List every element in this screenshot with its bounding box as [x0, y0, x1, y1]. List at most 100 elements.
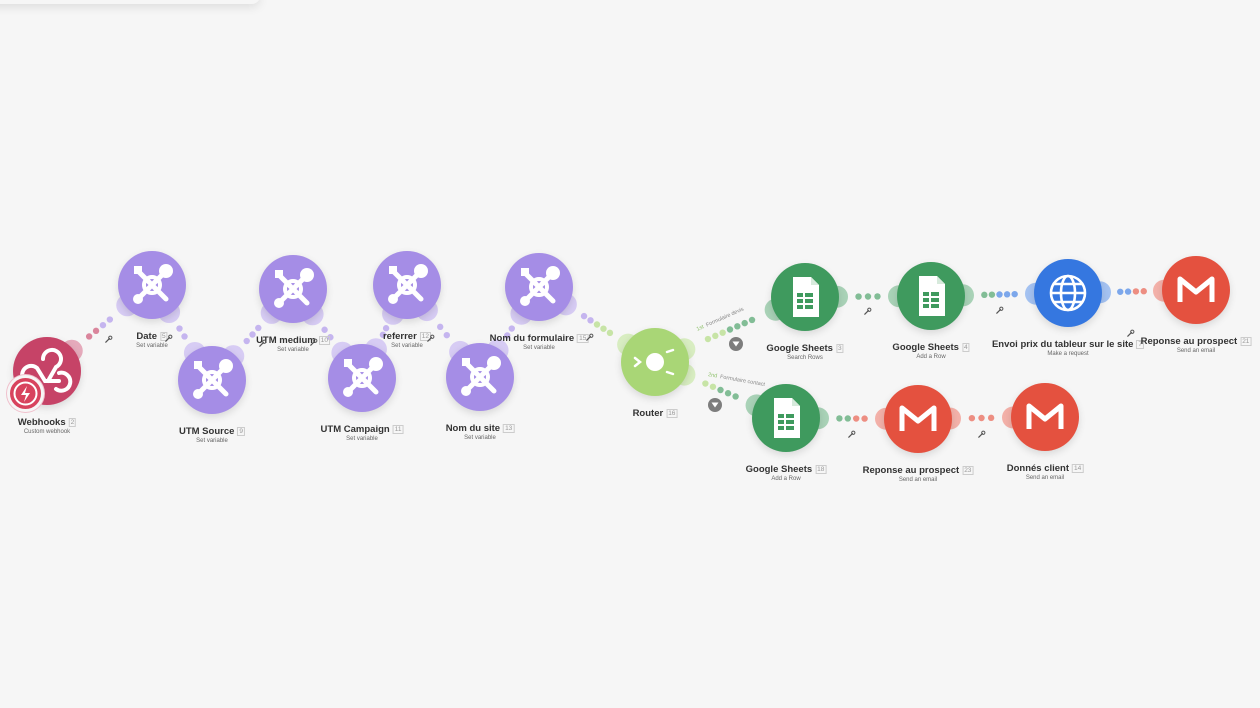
- connector-dot: [855, 293, 862, 300]
- tools-module-circle[interactable]: [373, 251, 441, 319]
- connector-dot: [741, 319, 748, 327]
- module-number-badge: 3: [835, 344, 844, 353]
- tools-module-circle[interactable]: [259, 255, 327, 323]
- connector-dot: [382, 325, 390, 332]
- google-sheets-icon: [752, 384, 820, 452]
- connector-dot: [1117, 288, 1124, 295]
- module-title-text: Reponse au prospect: [862, 465, 960, 476]
- module-title-text: referrer: [382, 331, 417, 342]
- wrench-icon[interactable]: [863, 307, 872, 316]
- wrench-icon[interactable]: [1126, 329, 1135, 338]
- module-title-text: Envoi prix du tableur sur le site: [991, 339, 1134, 350]
- module-title-text: Router: [632, 408, 664, 419]
- module-title-text: UTM medium: [256, 335, 316, 346]
- module-subtitle: Send an email: [1176, 348, 1216, 354]
- module-subtitle: Set variable: [277, 347, 309, 353]
- filter-icon[interactable]: [708, 398, 722, 412]
- module-number-badge: 13: [503, 424, 515, 433]
- tools-module-circle[interactable]: [505, 253, 573, 321]
- wrench-icon[interactable]: [164, 334, 173, 343]
- module-subtitle: Add a Row: [771, 476, 801, 482]
- tools-module-circle[interactable]: [446, 343, 514, 411]
- gmail-icon: [1011, 383, 1079, 451]
- connector-dot: [874, 293, 881, 300]
- module-subtitle: Set variable: [523, 345, 555, 351]
- wrench-icon[interactable]: [995, 306, 1004, 315]
- connector-dot: [748, 316, 756, 324]
- module-subtitle: Set variable: [464, 435, 496, 441]
- sheets-module-circle[interactable]: [752, 384, 820, 452]
- connector-dot: [836, 415, 843, 422]
- connector-dot: [508, 325, 515, 332]
- tools-module-circle[interactable]: [178, 346, 246, 414]
- connector-dot: [327, 334, 334, 341]
- tools-icon: [446, 343, 514, 411]
- connector-dot: [844, 415, 851, 422]
- module-title-text: UTM Campaign: [320, 424, 390, 435]
- connector-dot: [996, 291, 1003, 298]
- connector-dot: [1132, 288, 1140, 295]
- connector-dot: [321, 326, 328, 333]
- module-subtitle: Make a request: [1047, 351, 1089, 357]
- wrench-icon[interactable]: [426, 334, 435, 343]
- connector-dot: [504, 332, 511, 339]
- connector-dot: [978, 414, 985, 422]
- connector-dot: [709, 383, 717, 390]
- connector-dot: [704, 335, 712, 343]
- toolbar-shadow: [0, 0, 260, 4]
- wrench-icon[interactable]: [309, 338, 318, 347]
- module-number-badge: 5: [159, 332, 168, 341]
- connector-dot: [717, 386, 724, 394]
- tools-icon: [505, 253, 573, 321]
- router-module-circle[interactable]: [621, 328, 689, 396]
- wrench-icon[interactable]: [104, 335, 113, 344]
- module-subtitle: Add a Row: [916, 354, 946, 360]
- connector-dot: [249, 331, 256, 338]
- wrench-icon[interactable]: [585, 333, 594, 342]
- connector-dot: [1124, 288, 1132, 295]
- sheets-module-circle[interactable]: [771, 263, 839, 331]
- instant-trigger-icon: [7, 375, 44, 412]
- module-subtitle: Send an email: [898, 477, 938, 483]
- connector-dot: [1011, 290, 1018, 298]
- connector-dot: [724, 390, 732, 397]
- connector-dot: [243, 337, 250, 345]
- module-title-text: Reponse au prospect: [1140, 336, 1238, 347]
- tools-module-circle[interactable]: [328, 344, 396, 412]
- module-title-text: Google Sheets: [766, 343, 833, 354]
- module-title-text: Webhooks: [17, 417, 66, 428]
- sheets-module-circle[interactable]: [897, 262, 965, 330]
- module-number-badge: 21: [1240, 337, 1252, 346]
- connector-dot: [853, 415, 860, 422]
- module-subtitle: Set variable: [346, 436, 378, 442]
- connector-dot: [587, 317, 594, 324]
- module-number-badge: 7: [1136, 340, 1145, 349]
- gmail-module-circle[interactable]: [884, 385, 952, 453]
- connector-dot: [987, 414, 995, 422]
- gmail-module-circle[interactable]: [1162, 256, 1230, 324]
- wrench-icon[interactable]: [258, 339, 267, 348]
- tools-module-circle[interactable]: [118, 251, 186, 319]
- wrench-icon[interactable]: [847, 430, 856, 439]
- http-module-circle[interactable]: [1034, 259, 1102, 327]
- wrench-icon[interactable]: [977, 430, 986, 439]
- webhook-module-circle[interactable]: [13, 337, 81, 405]
- connector-dot: [734, 323, 741, 330]
- module-number-badge: 23: [962, 466, 974, 475]
- connector-dot: [1003, 291, 1011, 298]
- filter-icon[interactable]: [729, 337, 743, 351]
- google-sheets-icon: [771, 263, 839, 331]
- gmail-module-circle[interactable]: [1011, 383, 1079, 451]
- connector-dot: [85, 333, 93, 340]
